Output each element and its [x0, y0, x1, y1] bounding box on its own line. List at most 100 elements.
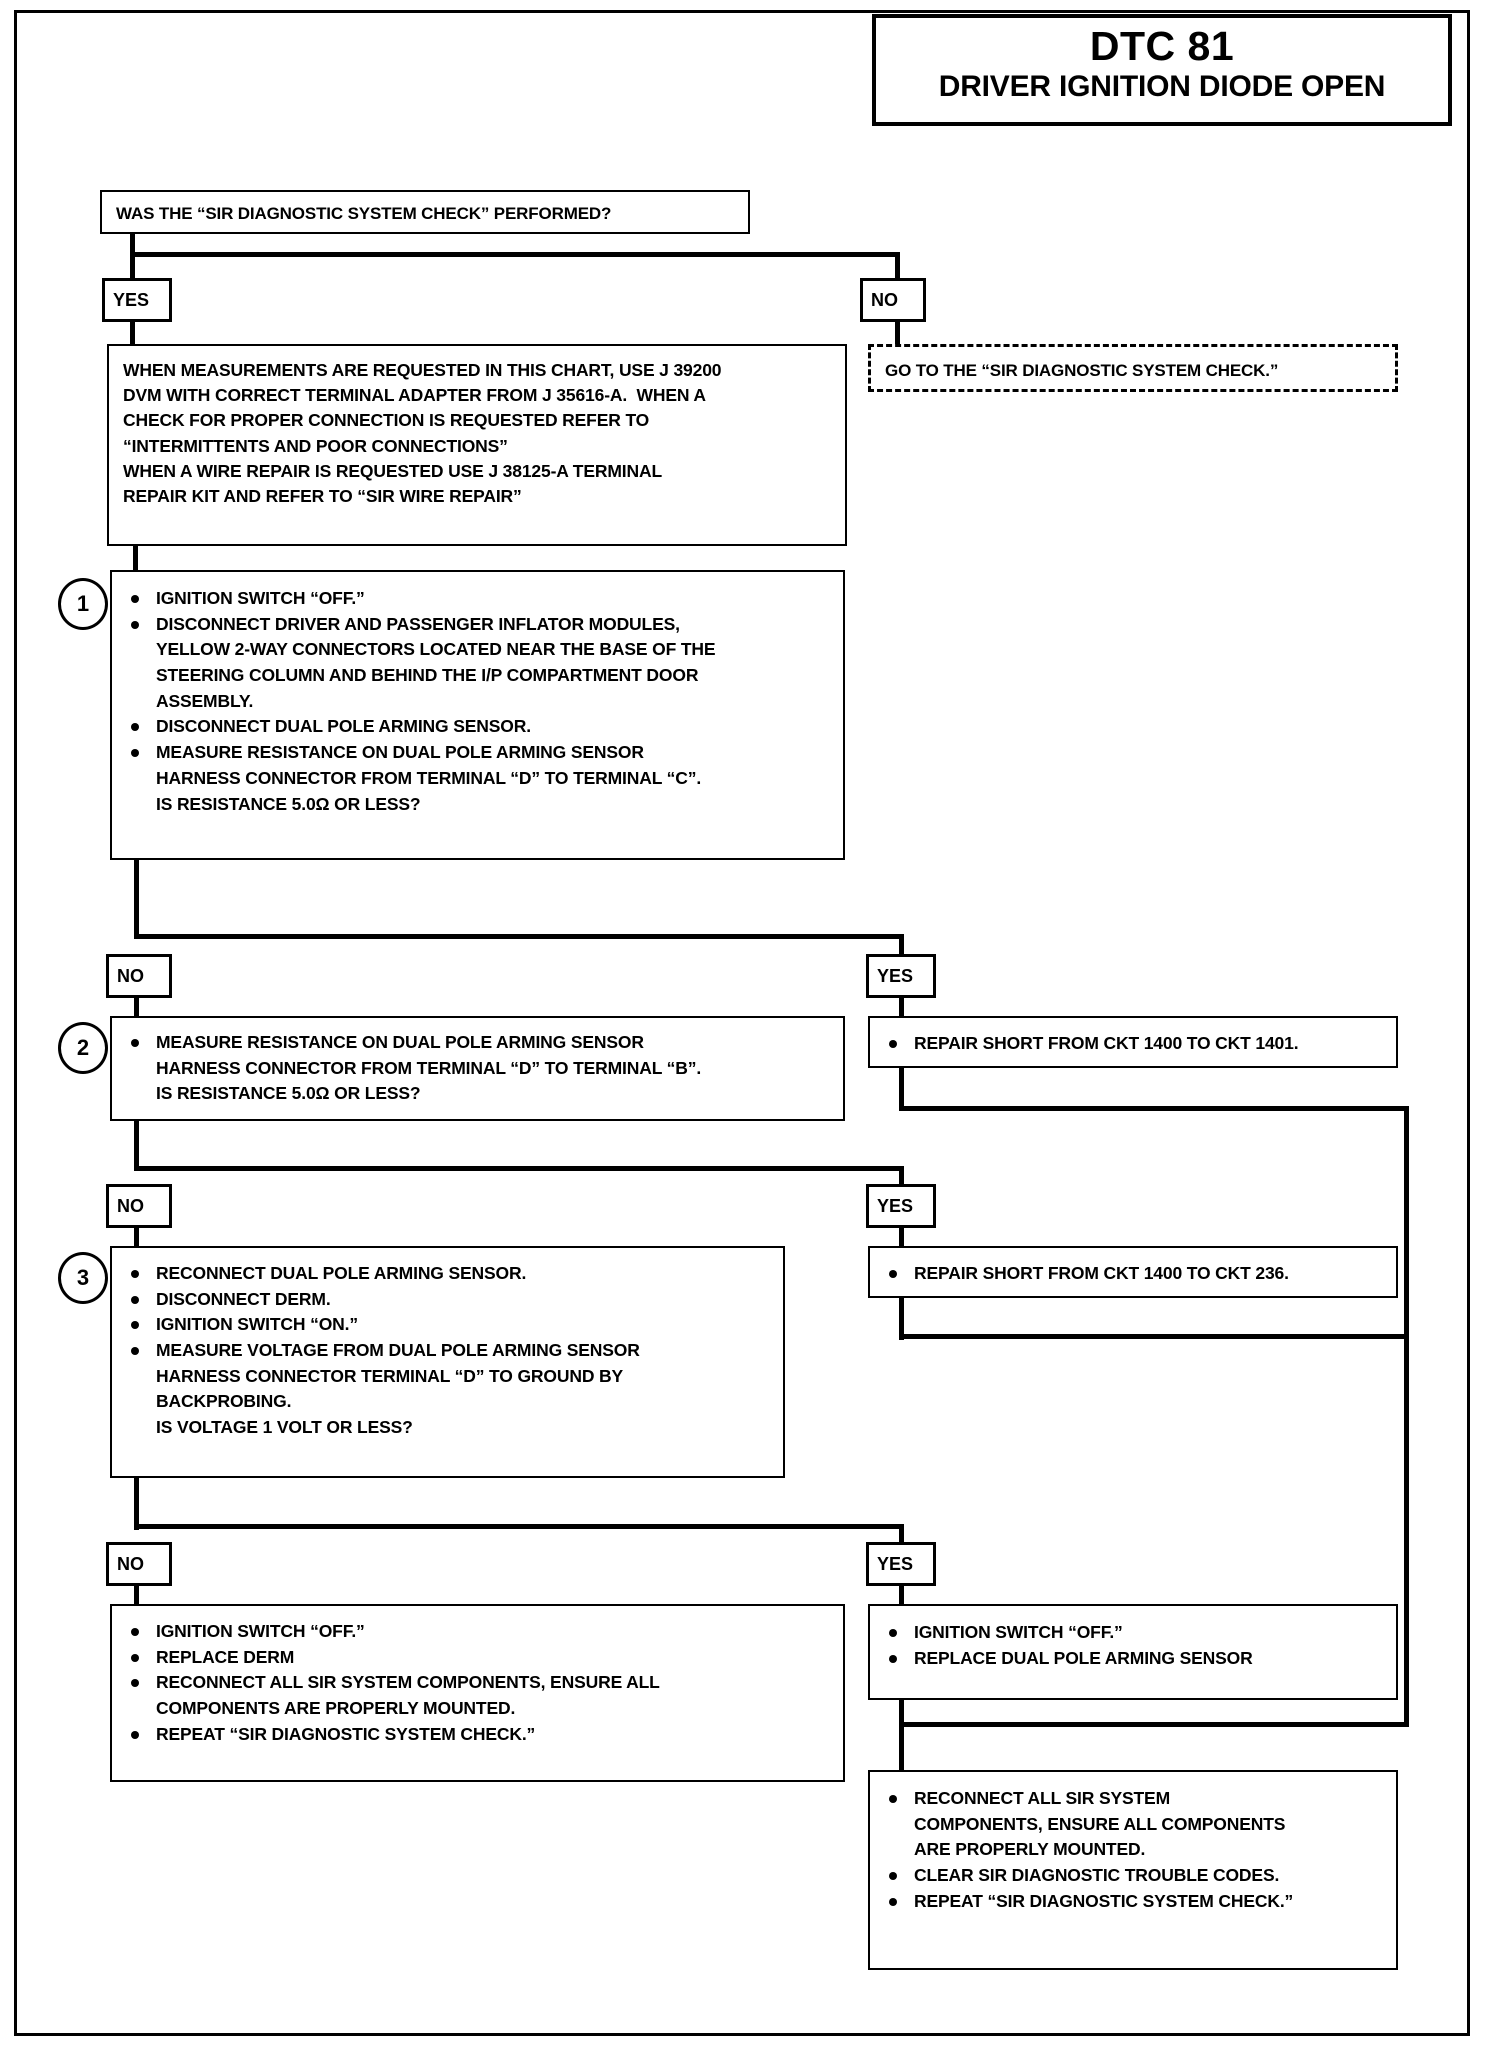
- connector-step2-down: [134, 1121, 139, 1171]
- step2-repair-list: REPAIR SHORT FROM CKT 1400 TO CKT 236.: [884, 1261, 1384, 1286]
- connector-repair1-right: [899, 1106, 1409, 1111]
- list-item: REPLACE DUAL POLE ARMING SENSOR: [884, 1646, 1384, 1671]
- connector-final-yes-join: [899, 1722, 1409, 1727]
- list-item: BACKPROBING.: [156, 1391, 292, 1412]
- list-item: DISCONNECT DUAL POLE ARMING SENSOR.: [126, 714, 831, 739]
- dtc-code: DTC 81: [1089, 23, 1235, 69]
- connector-step2-yes-down: [899, 1166, 904, 1194]
- step2-no-label: NO: [117, 1195, 144, 1216]
- title-block: DTC 81 DRIVER IGNITION DIODE OPEN: [872, 14, 1452, 126]
- step1-yes-tag: YES: [866, 954, 936, 998]
- step-3-number: 3: [76, 1265, 90, 1290]
- connector-repair1-far-right-down: [1404, 1106, 1409, 1726]
- step-1-list: IGNITION SWITCH “OFF.” DISCONNECT DRIVER…: [126, 586, 831, 817]
- list-item: REPAIR SHORT FROM CKT 1400 TO CKT 236.: [884, 1261, 1384, 1286]
- step1-repair-list: REPAIR SHORT FROM CKT 1400 TO CKT 1401.: [884, 1031, 1384, 1056]
- connector-step2-yes-to-repair: [899, 1226, 904, 1248]
- connector-repair2-right: [899, 1334, 1409, 1339]
- connector-notice-to-step1: [133, 546, 138, 572]
- list-item: REPEAT “SIR DIAGNOSTIC SYSTEM CHECK.”: [884, 1889, 1384, 1914]
- list-item: MEASURE RESISTANCE ON DUAL POLE ARMING S…: [126, 740, 831, 765]
- step-3-list: RECONNECT DUAL POLE ARMING SENSOR. DISCO…: [126, 1261, 771, 1440]
- step-2-number: 2: [76, 1035, 90, 1060]
- list-item: HARNESS CONNECTOR TERMINAL “D” TO GROUND…: [156, 1365, 624, 1386]
- step-number-3: 3: [58, 1252, 108, 1304]
- list-item: ARE PROPERLY MOUNTED.: [914, 1839, 1146, 1860]
- list-item: REPEAT “SIR DIAGNOSTIC SYSTEM CHECK.”: [126, 1722, 831, 1747]
- list-item: CLEAR SIR DIAGNOSTIC TROUBLE CODES.: [884, 1863, 1384, 1888]
- list-item: RECONNECT ALL SIR SYSTEM: [884, 1786, 1384, 1811]
- notice-line-3: “INTERMITTENTS AND POOR CONNECTIONS”: [123, 435, 508, 456]
- connector-entry-horizontal: [130, 252, 900, 257]
- list-item: HARNESS CONNECTOR FROM TERMINAL “D” TO T…: [156, 1057, 702, 1078]
- connector-step2-horizontal: [134, 1166, 904, 1171]
- connector-step1-horizontal: [134, 934, 904, 939]
- final-no-list: IGNITION SWITCH “OFF.” REPLACE DERM RECO…: [126, 1619, 831, 1747]
- step-2-box: MEASURE RESISTANCE ON DUAL POLE ARMING S…: [110, 1016, 845, 1121]
- entry-question-box: WAS THE “SIR DIAGNOSTIC SYSTEM CHECK” PE…: [100, 190, 750, 234]
- step3-no-label: NO: [117, 1553, 144, 1574]
- step3-yes-label: YES: [877, 1553, 914, 1574]
- connector-step3-yes-down: [899, 1524, 904, 1552]
- step-1-box: IGNITION SWITCH “OFF.” DISCONNECT DRIVER…: [110, 570, 845, 860]
- list-item: RECONNECT ALL SIR SYSTEM COMPONENTS, ENS…: [126, 1670, 831, 1695]
- list-item: IS VOLTAGE 1 VOLT OR LESS?: [156, 1417, 413, 1438]
- list-item: MEASURE VOLTAGE FROM DUAL POLE ARMING SE…: [126, 1338, 771, 1363]
- list-item: REPAIR SHORT FROM CKT 1400 TO CKT 1401.: [884, 1031, 1384, 1056]
- list-item: YELLOW 2-WAY CONNECTORS LOCATED NEAR THE…: [156, 639, 716, 660]
- connector-no-to-action: [895, 320, 900, 346]
- notice-line-5: REPAIR KIT AND REFER TO “SIR WIRE REPAIR…: [123, 485, 522, 506]
- step1-no-tag: NO: [106, 954, 172, 998]
- list-item: RECONNECT DUAL POLE ARMING SENSOR.: [126, 1261, 771, 1286]
- list-item: ASSEMBLY.: [156, 690, 254, 711]
- connector-repair1-down: [899, 1068, 904, 1110]
- connector-entry-down: [130, 234, 135, 290]
- list-item: STEERING COLUMN AND BEHIND THE I/P COMPA…: [156, 665, 699, 686]
- dtc-description: DRIVER IGNITION DIODE OPEN: [938, 70, 1386, 104]
- list-item: DISCONNECT DERM.: [126, 1287, 771, 1312]
- entry-yes-label: YES: [113, 289, 150, 310]
- final-no-box: IGNITION SWITCH “OFF.” REPLACE DERM RECO…: [110, 1604, 845, 1782]
- step3-no-tag: NO: [106, 1542, 172, 1586]
- step-3-box: RECONNECT DUAL POLE ARMING SENSOR. DISCO…: [110, 1246, 785, 1478]
- notice-line-2: CHECK FOR PROPER CONNECTION IS REQUESTED…: [123, 410, 650, 431]
- list-item: HARNESS CONNECTOR FROM TERMINAL “D” TO T…: [156, 767, 702, 788]
- connector-final-yes-down: [899, 1700, 904, 1736]
- connector-yes-to-notice: [130, 320, 135, 346]
- step-number-2: 2: [58, 1022, 108, 1074]
- list-item: IGNITION SWITCH “OFF.”: [126, 1619, 831, 1644]
- entry-no-action-box: GO TO THE “SIR DIAGNOSTIC SYSTEM CHECK.”: [868, 344, 1398, 392]
- page-border: [14, 10, 1470, 2036]
- notice-line-0: WHEN MEASUREMENTS ARE REQUESTED IN THIS …: [123, 360, 722, 380]
- list-item: DISCONNECT DRIVER AND PASSENGER INFLATOR…: [126, 612, 831, 637]
- connector-step2-no-to-step3: [134, 1226, 139, 1248]
- notice-line-1: DVM WITH CORRECT TERMINAL ADAPTER FROM J…: [123, 385, 706, 406]
- step2-yes-label: YES: [877, 1195, 914, 1216]
- final-yes-list: IGNITION SWITCH “OFF.” REPLACE DUAL POLE…: [884, 1620, 1384, 1671]
- entry-question-text: WAS THE “SIR DIAGNOSTIC SYSTEM CHECK” PE…: [116, 204, 612, 223]
- connector-repair2-down: [899, 1298, 904, 1340]
- connector-step3-horizontal: [134, 1524, 904, 1529]
- connector-step1-no-to-step2: [134, 996, 139, 1018]
- connector-entry-no-down: [895, 252, 900, 290]
- list-item: COMPONENTS ARE PROPERLY MOUNTED.: [156, 1698, 516, 1719]
- list-item: IS RESISTANCE 5.0Ω OR LESS?: [156, 1083, 421, 1104]
- entry-yes-tag: YES: [102, 278, 172, 322]
- final-yes-followup-list: RECONNECT ALL SIR SYSTEM COMPONENTS, ENS…: [884, 1786, 1384, 1914]
- connector-step1-down: [134, 860, 139, 938]
- list-item: COMPONENTS, ENSURE ALL COMPONENTS: [914, 1813, 1286, 1834]
- step2-no-tag: NO: [106, 1184, 172, 1228]
- list-item: IGNITION SWITCH “OFF.”: [126, 586, 831, 611]
- final-yes-box: IGNITION SWITCH “OFF.” REPLACE DUAL POLE…: [868, 1604, 1398, 1700]
- connector-step3-yes-to-final: [899, 1584, 904, 1606]
- step-2-list: MEASURE RESISTANCE ON DUAL POLE ARMING S…: [126, 1030, 831, 1107]
- step3-yes-tag: YES: [866, 1542, 936, 1586]
- list-item: IGNITION SWITCH “ON.”: [126, 1312, 771, 1337]
- step-1-number: 1: [76, 591, 90, 616]
- notice-line-4: WHEN A WIRE REPAIR IS REQUESTED USE J 38…: [123, 460, 663, 481]
- connector-step3-down: [134, 1478, 139, 1530]
- connector-step1-yes-to-repair: [899, 996, 904, 1018]
- final-yes-followup-box: RECONNECT ALL SIR SYSTEM COMPONENTS, ENS…: [868, 1770, 1398, 1970]
- step2-yes-tag: YES: [866, 1184, 936, 1228]
- list-item: IS RESISTANCE 5.0Ω OR LESS?: [156, 793, 421, 814]
